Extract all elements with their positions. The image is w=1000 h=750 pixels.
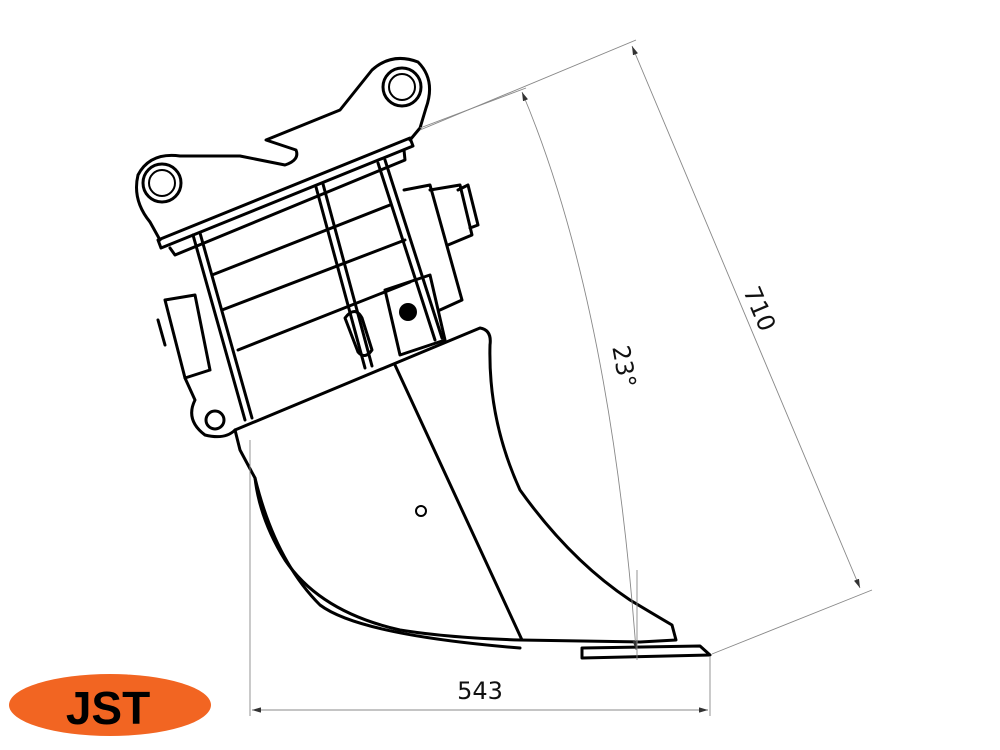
width-dimension-label: 543 — [457, 677, 503, 705]
dimension-lines — [249, 39, 873, 716]
coupler-bracket — [135, 56, 432, 257]
frame-body — [156, 158, 480, 439]
jst-logo: JST — [9, 674, 211, 736]
angle-dimension-label: 23° — [606, 343, 641, 390]
height-dimension-label: 710 — [738, 282, 782, 335]
logo-text: JST — [66, 682, 150, 734]
ripper-shank — [233, 326, 712, 660]
